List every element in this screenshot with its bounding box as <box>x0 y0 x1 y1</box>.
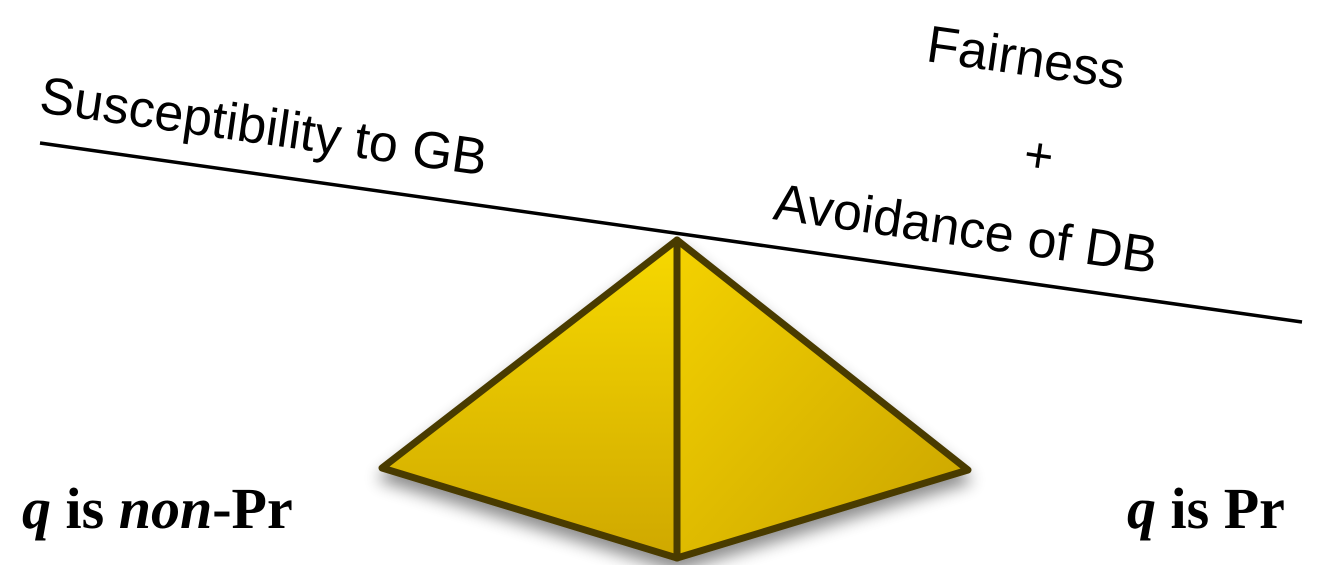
right-condition-word: Pr <box>1223 476 1285 541</box>
left-condition-var: q <box>22 476 51 541</box>
right-weight-line1: Fairness <box>923 15 1129 101</box>
right-condition-is: is <box>1156 476 1224 541</box>
pyramid-right-face <box>673 236 972 562</box>
left-condition-label: q is non-Pr <box>22 480 293 538</box>
left-weight-text: Susceptibility to GB <box>36 66 491 187</box>
right-weight-plus: + <box>1020 125 1057 185</box>
right-condition-label: q is Pr <box>1127 480 1285 538</box>
balance-beam <box>39 141 1303 324</box>
pyramid-left-face <box>378 236 681 562</box>
pyramid-fulcrum <box>378 236 972 562</box>
left-condition-suffix: -Pr <box>212 476 293 541</box>
right-weight-line2: Avoidance of DB <box>770 173 1161 285</box>
left-condition-is: is <box>51 476 119 541</box>
left-condition-prefix: non <box>118 476 213 541</box>
right-condition-var: q <box>1127 476 1156 541</box>
